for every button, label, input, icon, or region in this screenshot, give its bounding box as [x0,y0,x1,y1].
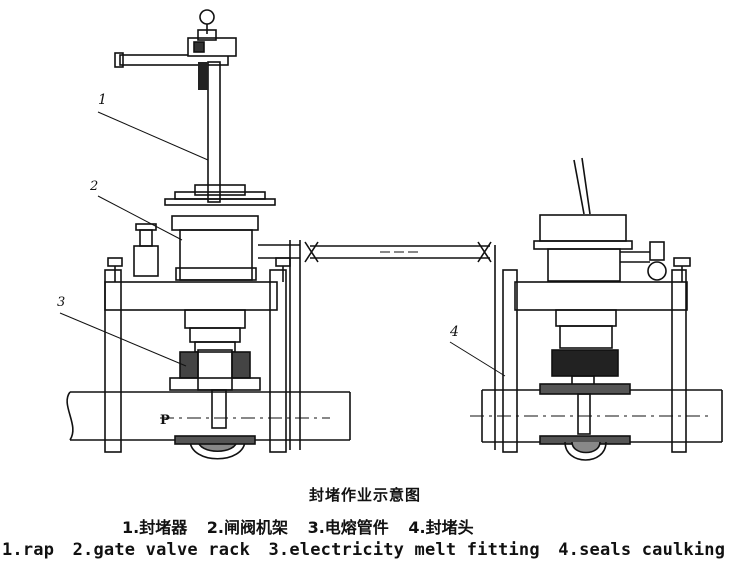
legend-en-item: 2.gate valve rack [72,540,251,560]
main-pipe-right [470,389,723,443]
legend-cn-item: 1.封堵器 [122,518,188,537]
legend-cn-item: 3.电熔管件 [307,518,389,537]
callout-leaders [59,111,506,377]
legend-cn-item: 2.闸阀机架 [206,518,289,537]
bypass-pipe [304,241,492,263]
callout-4: 4 [449,324,459,340]
pressure-gauge-top [199,9,215,25]
legend-en-item: 4.seals caulking [558,540,726,560]
main-pipe-left [66,391,351,441]
legend-en-item: 3.electricity melt fitting [268,540,540,560]
frame-post-right [502,269,518,453]
callout-1: 1 [98,92,107,108]
plugging-operation-diagram: 1 2 3 4 P [57,9,723,461]
legend-en: 1.rap 2.gate valve rack 3.electricity me… [2,540,730,560]
legend-cn-item: 4.封堵头 [408,518,474,537]
callout-3: 3 [57,295,65,310]
legend-cn: 1.封堵器 2.闸阀机架 3.电熔管件 4.封堵头 [122,514,488,538]
diagram-caption: 封堵作业示意图 [308,486,421,504]
pressure-gauge-right [647,261,667,281]
gate-valve-rack-body [179,229,253,281]
crossbar [104,281,278,311]
right-rig [494,157,691,461]
plug-head-body [547,248,621,282]
legend-en-item: 1.rap [2,540,55,560]
plugger-rod [207,61,221,203]
left-rig [104,9,301,460]
pipe-pressure-label: P [160,413,170,428]
callout-2: 2 [89,179,98,194]
t-handle-bar [119,54,229,66]
